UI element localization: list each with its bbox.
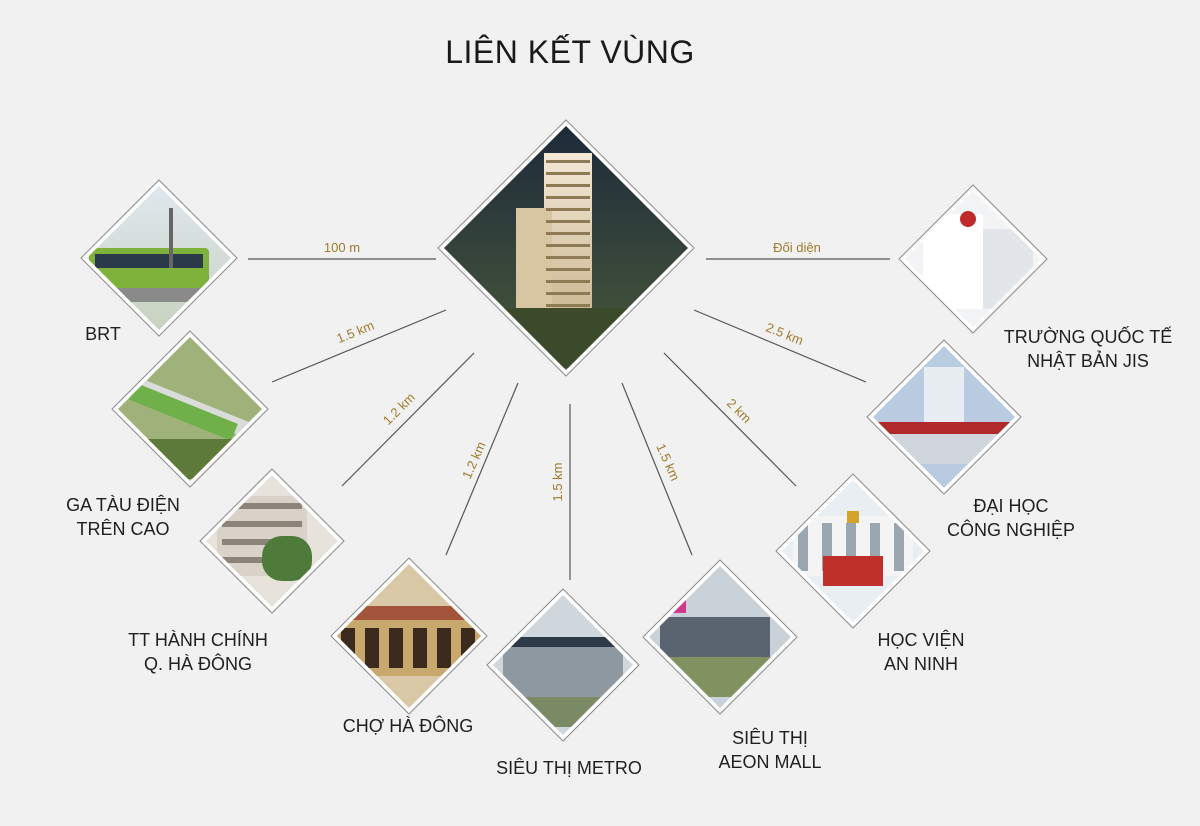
node-truong-jis [898, 184, 1048, 334]
label-line: TT HÀNH CHÍNH [128, 630, 268, 650]
label-tt-hanh-chinh: TT HÀNH CHÍNH Q. HÀ ĐÔNG [98, 628, 298, 676]
label-cho-ha-dong: CHỢ HÀ ĐÔNG [308, 714, 508, 738]
school-icon [905, 191, 1041, 327]
label-line: NHẬT BẢN JIS [1027, 351, 1149, 371]
distance-label-cho-ha-dong: 1.2 km [459, 439, 489, 481]
label-line: GA TÀU ĐIỆN [66, 495, 180, 515]
distance-label-sieu-thi-metro: 1.5 km [550, 462, 565, 501]
tower-icon [444, 126, 688, 370]
label-sieu-thi-metro: SIÊU THỊ METRO [469, 756, 669, 780]
label-aeon-mall: SIÊU THỊ AEON MALL [670, 726, 870, 774]
label-line: SIÊU THỊ METRO [496, 758, 642, 778]
label-line: AN NINH [883, 654, 958, 674]
label-line: TRƯỜNG QUỐC TẾ [1003, 327, 1173, 347]
connector-line-dai-hoc-cong-nghiep [693, 309, 867, 383]
academy-icon [782, 480, 924, 622]
connector-line-aeon-mall [621, 382, 693, 556]
label-line: CHỢ HÀ ĐÔNG [342, 716, 474, 736]
bus-icon [87, 186, 231, 330]
distance-label-aeon-mall: 1.5 km [653, 441, 683, 483]
label-ga-tau-dien: GA TÀU ĐIỆN TRÊN CAO [23, 493, 223, 541]
label-line: Q. HÀ ĐÔNG [143, 654, 252, 674]
node-tt-hanh-chinh [199, 468, 345, 614]
label-line: AEON MALL [718, 752, 822, 772]
label-brt: BRT [3, 322, 203, 346]
distance-label-dai-hoc-cong-nghiep: 2.5 km [764, 320, 806, 349]
label-line: SIÊU THỊ [732, 728, 808, 748]
connector-line-ga-tau-dien [271, 309, 447, 383]
distance-label-tt-hanh-chinh: 1.2 km [380, 390, 418, 428]
connector-line-cho-ha-dong [445, 382, 519, 556]
node-ga-tau-dien [111, 330, 269, 488]
page-title: LIÊN KẾT VÙNG [445, 34, 695, 70]
market-icon [337, 564, 481, 708]
node-hoc-vien-an-ninh [775, 473, 931, 629]
connector-line-hoc-vien-an-ninh [663, 352, 797, 487]
label-line: CÔNG NGHIỆP [946, 520, 1075, 540]
node-cho-ha-dong [330, 557, 488, 715]
label-line: ĐẠI HỌC [973, 496, 1049, 516]
node-aeon-mall [642, 559, 798, 715]
connector-line-tt-hanh-chinh [341, 352, 475, 487]
building-icon [206, 475, 338, 607]
label-truong-jis: TRƯỜNG QUỐC TẾ NHẬT BẢN JIS [988, 325, 1188, 373]
center-node-tower [437, 119, 695, 377]
label-line: TRÊN CAO [76, 519, 170, 539]
node-brt [80, 179, 238, 337]
mall-icon [649, 566, 791, 708]
label-line: HỌC VIỆN [877, 630, 965, 650]
distance-label-hoc-vien-an-ninh: 2 km [724, 396, 755, 427]
distance-label-brt: 100 m [324, 240, 360, 255]
train-icon [118, 337, 262, 481]
label-line: BRT [85, 324, 121, 344]
label-hoc-vien-an-ninh: HỌC VIỆN AN NINH [821, 628, 1021, 676]
distance-label-truong-jis: Đối diện [773, 240, 821, 255]
label-dai-hoc-cong-nghiep: ĐẠI HỌC CÔNG NGHIỆP [911, 494, 1111, 542]
